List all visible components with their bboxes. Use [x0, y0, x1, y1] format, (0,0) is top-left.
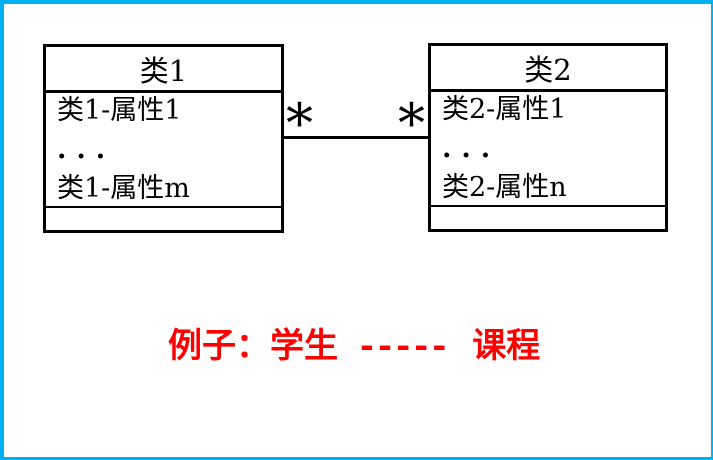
class2-attribute-ellipsis: ...: [442, 133, 501, 164]
multiplicity-right-asterisk: *: [398, 92, 425, 155]
example-text-suffix: 课程: [472, 326, 541, 366]
multiplicity-left-asterisk: *: [286, 92, 313, 155]
class1-attribute-m: 类1-属性m: [57, 173, 190, 204]
class2-attribute-1: 类2-属性1: [442, 94, 567, 125]
class2-attribute-n: 类2-属性n: [442, 172, 567, 203]
class2-title: 类2: [431, 46, 665, 92]
class2-operations-compartment-empty: [431, 207, 665, 229]
example-dashes: -----: [359, 326, 451, 366]
class1-attribute-ellipsis: ...: [57, 134, 116, 165]
class-box-2: 类2 类2-属性1 ... 类2-属性n: [428, 43, 668, 232]
class1-attributes-compartment: 类1-属性1 ... 类1-属性m: [46, 93, 281, 208]
class1-title: 类1: [46, 47, 281, 93]
class2-attributes-compartment: 类2-属性1 ... 类2-属性n: [431, 92, 665, 207]
association-line: [283, 136, 428, 139]
class1-attribute-1: 类1-属性1: [57, 95, 182, 126]
class1-operations-compartment-empty: [46, 208, 281, 230]
example-caption: 例子：学生 ----- 课程: [168, 318, 540, 367]
class-box-1: 类1 类1-属性1 ... 类1-属性m: [43, 44, 284, 233]
example-text-prefix: 例子：学生: [168, 326, 338, 366]
